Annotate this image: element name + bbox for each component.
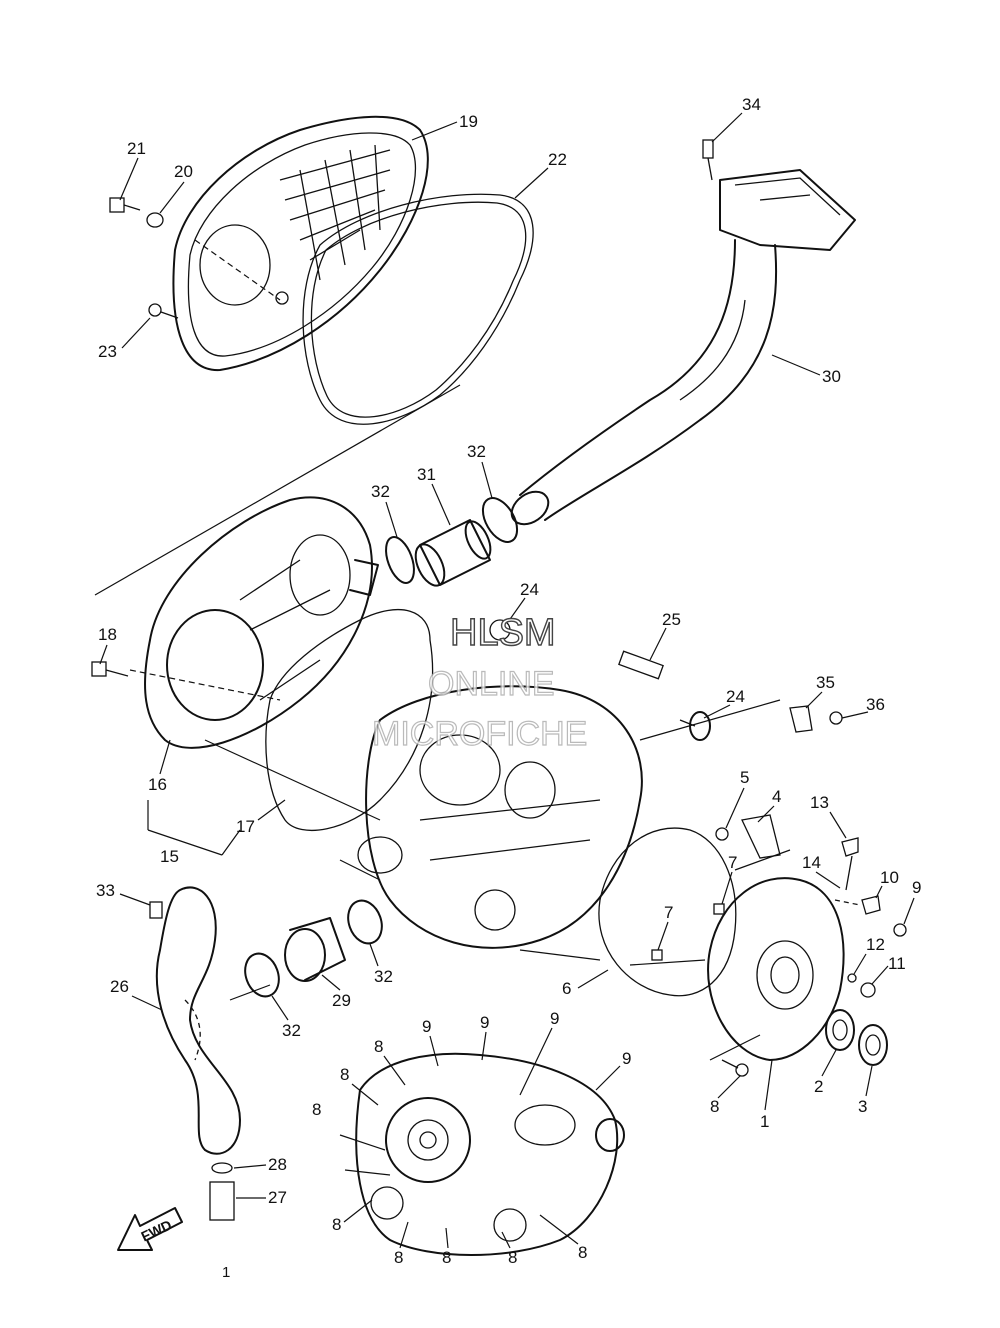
callout-8-a: 8 xyxy=(374,1037,383,1056)
bolt-5 xyxy=(715,827,729,841)
gasket-17 xyxy=(265,608,434,832)
callout-32-a: 32 xyxy=(467,442,486,461)
callout-18: 18 xyxy=(98,625,117,644)
pin-25 xyxy=(618,650,664,680)
inner-cover-16 xyxy=(144,496,379,749)
callout-35: 35 xyxy=(816,673,835,692)
callout-27: 27 xyxy=(268,1188,287,1207)
callout-8-g: 8 xyxy=(508,1248,517,1267)
callout-7-a: 7 xyxy=(728,853,737,872)
callout-33: 33 xyxy=(96,881,115,900)
callout-15: 15 xyxy=(160,847,179,866)
callout-2: 2 xyxy=(814,1077,823,1096)
clamp-32-lower xyxy=(244,899,383,998)
joint-29 xyxy=(284,917,346,982)
callout-10: 10 xyxy=(880,868,899,887)
callout-28: 28 xyxy=(268,1155,287,1174)
callout-30: 30 xyxy=(822,367,841,386)
callout-11: 11 xyxy=(888,954,906,973)
bracket-33 xyxy=(149,901,163,919)
callout-22: 22 xyxy=(548,150,567,169)
plug-11 xyxy=(860,982,876,998)
callout-34: 34 xyxy=(742,95,761,114)
outer-cover-19 xyxy=(172,115,429,372)
callout-9-d: 9 xyxy=(622,1049,631,1068)
callout-16: 16 xyxy=(148,775,167,794)
callout-8-h: 8 xyxy=(578,1243,587,1262)
callout-8-e: 8 xyxy=(394,1248,403,1267)
page-number: 1 xyxy=(222,1264,230,1281)
callout-36: 36 xyxy=(866,695,885,714)
callout-8-d: 8 xyxy=(332,1215,341,1234)
callout-29: 29 xyxy=(332,991,351,1010)
bearing-2 xyxy=(825,1009,855,1051)
watermark-line-3: MICROFICHE xyxy=(372,715,587,753)
watermark: HLSM ONLINE MICROFICHE xyxy=(371,611,588,753)
bolt-23 xyxy=(148,303,179,319)
fwd-arrow xyxy=(117,1207,183,1251)
bolt-21 xyxy=(109,197,141,213)
callouts: 21 20 19 22 23 34 30 32 31 32 24 25 18 2… xyxy=(96,95,921,1267)
crankcase-bottom-view xyxy=(355,1052,625,1256)
bracket-4 xyxy=(741,814,781,859)
callout-32-c: 32 xyxy=(374,967,393,986)
callout-32-b: 32 xyxy=(371,482,390,501)
watermark-line-1: HLSM xyxy=(450,612,556,654)
bracket-35 xyxy=(789,705,813,733)
callout-32-d: 32 xyxy=(282,1021,301,1040)
callout-25: 25 xyxy=(662,610,681,629)
fwd-label: FWD xyxy=(138,1217,174,1245)
callout-8-b: 8 xyxy=(340,1065,349,1084)
callout-19: 19 xyxy=(459,112,478,131)
leader-lines xyxy=(94,384,861,1176)
callout-8-c: 8 xyxy=(312,1100,321,1119)
sensor-13 xyxy=(841,837,859,891)
seal-3 xyxy=(858,1024,888,1066)
callout-3: 3 xyxy=(858,1097,867,1116)
oring-28 xyxy=(211,1162,233,1174)
crankcase xyxy=(357,685,643,949)
air-duct-30 xyxy=(510,169,856,526)
bolt-18 xyxy=(91,661,129,677)
dowel-7 xyxy=(651,903,725,961)
callout-4: 4 xyxy=(772,787,781,806)
callout-7-b: 7 xyxy=(664,903,673,922)
clamp-32-upper xyxy=(385,497,519,584)
callout-5: 5 xyxy=(740,768,749,787)
callout-26: 26 xyxy=(110,977,129,996)
joint-31 xyxy=(414,519,492,587)
callout-12: 12 xyxy=(866,935,885,954)
duct-26 xyxy=(155,886,241,1155)
callout-31: 31 xyxy=(417,465,436,484)
gasket-6 xyxy=(598,827,737,997)
callout-23: 23 xyxy=(98,342,117,361)
callout-9-a: 9 xyxy=(422,1017,431,1036)
callout-6: 6 xyxy=(562,979,571,998)
bolt-9 xyxy=(893,923,907,937)
callout-17: 17 xyxy=(236,817,255,836)
callout-9-right: 9 xyxy=(912,878,921,897)
callout-8-i: 8 xyxy=(710,1097,719,1116)
crankcase-cover-1 xyxy=(707,877,845,1061)
callout-20: 20 xyxy=(174,162,193,181)
callout-9-c: 9 xyxy=(550,1009,559,1028)
screw-34 xyxy=(702,139,714,181)
callout-24-a: 24 xyxy=(520,580,539,599)
grommet-20 xyxy=(146,212,164,228)
bolt-36 xyxy=(829,711,843,725)
callout-24-b: 24 xyxy=(726,687,745,706)
bolt-8 xyxy=(721,1059,749,1077)
callout-21: 21 xyxy=(127,139,146,158)
callout-1: 1 xyxy=(760,1112,769,1131)
drain-plug-27 xyxy=(209,1181,235,1221)
callout-9-b: 9 xyxy=(480,1013,489,1032)
callout-8-f: 8 xyxy=(442,1248,451,1267)
gasket-22 xyxy=(302,193,534,425)
oring-12 xyxy=(847,973,857,983)
clip-10 xyxy=(861,895,881,915)
callout-13: 13 xyxy=(810,793,829,812)
callout-14: 14 xyxy=(802,853,821,872)
watermark-line-2: ONLINE xyxy=(428,665,555,703)
